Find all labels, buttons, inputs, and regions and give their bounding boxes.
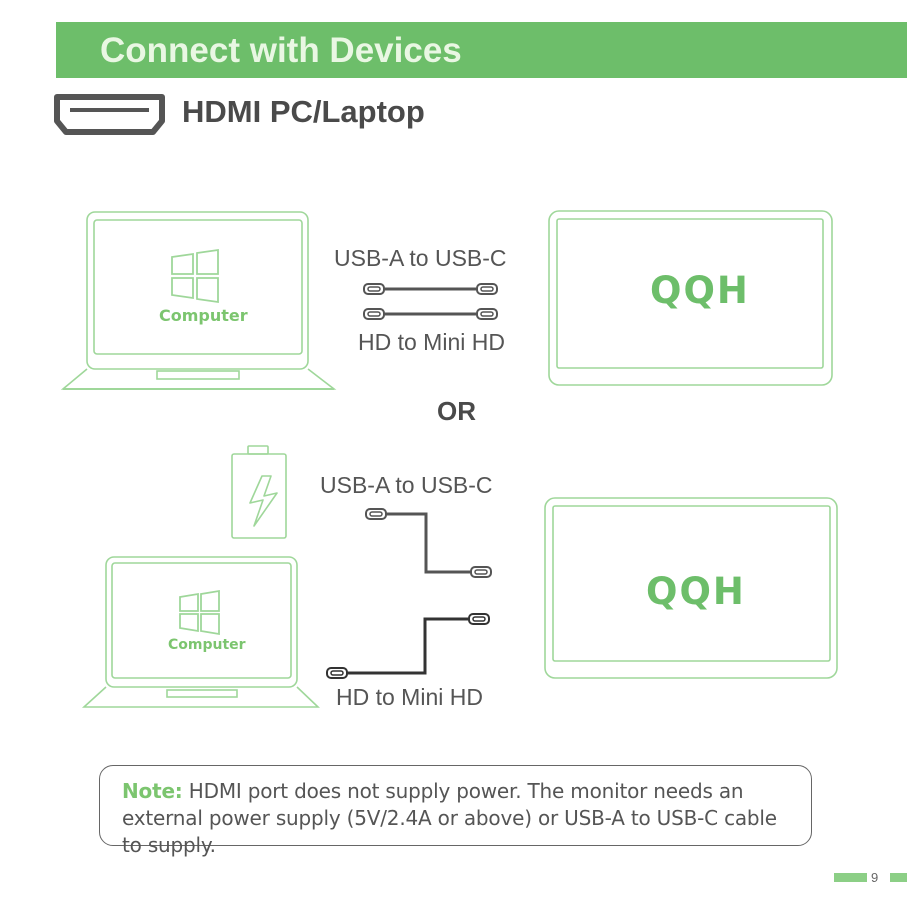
cable-label-usb-top: USB-A to USB-C [334, 245, 507, 271]
cable-label-hdmi-top: HD to Mini HD [358, 329, 505, 355]
computer-label-top: Computer [159, 306, 248, 325]
cable-label-hdmi-bottom: HD to Mini HD [336, 684, 483, 710]
windows-logo-icon [172, 250, 218, 302]
note-body: HDMI port does not supply power. The mon… [122, 779, 777, 857]
computer-label-bottom: Computer [168, 637, 246, 653]
or-label: OR [437, 396, 476, 426]
laptop-bottom [84, 557, 318, 707]
battery-charging-icon [232, 446, 286, 538]
windows-logo-icon [180, 591, 219, 634]
cable-usb-bottom [366, 509, 491, 577]
cable-hdmi-bottom [327, 614, 489, 678]
page-marker-right [890, 873, 907, 882]
note-label: Note: [122, 779, 183, 803]
brand-logo-top: QQH [650, 271, 750, 311]
note-text: Note: HDMI port does not supply power. T… [122, 778, 802, 859]
cable-label-usb-bottom: USB-A to USB-C [320, 472, 493, 498]
page-marker-left [834, 873, 867, 882]
laptop-top [63, 212, 334, 389]
cable-hdmi-top [364, 309, 497, 319]
hdmi-port-icon [57, 97, 162, 132]
cable-usb-top [364, 284, 497, 294]
page-number: 9 [871, 871, 878, 885]
brand-logo-bottom: QQH [646, 572, 746, 612]
section-title: HDMI PC/Laptop [182, 94, 425, 130]
